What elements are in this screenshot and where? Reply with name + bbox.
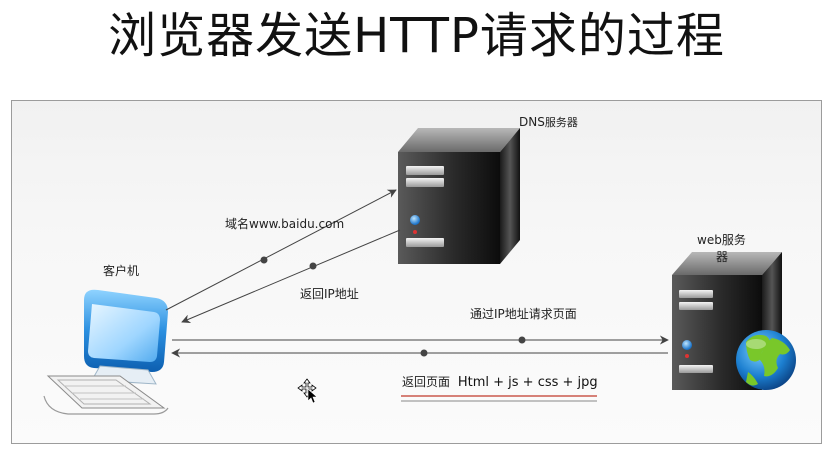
web-server-label-line1: web服务	[697, 233, 746, 247]
dns-label-suffix: 服务器	[544, 116, 578, 129]
dns-server-label: DNS服务器	[519, 115, 578, 130]
dns-label-main: DNS	[519, 115, 545, 129]
dns-server-icon	[398, 128, 520, 264]
edge-page-return	[171, 348, 668, 358]
page-title: 浏览器发送HTTP请求的过程	[108, 8, 725, 64]
domain-request-label: 域名www.baidu.com	[225, 217, 345, 231]
page-return-content: Html + js + css + jpg	[457, 375, 598, 390]
web-server-label-line2: 器	[716, 250, 729, 264]
ip-return-label: 返回IP地址	[300, 287, 359, 301]
client-label: 客户机	[103, 264, 140, 278]
edge-page-request	[172, 335, 669, 345]
page-return-prefix: 返回页面	[402, 375, 451, 389]
edge-ip-return	[181, 229, 401, 323]
client-computer-icon	[43, 289, 169, 415]
globe-icon	[736, 330, 796, 390]
edge-domain-request	[165, 189, 397, 311]
move-cursor-icon	[297, 378, 318, 404]
page-request-label: 通过IP地址请求页面	[470, 307, 577, 321]
page-return-label: 返回页面 Html + js + css + jpg	[402, 375, 598, 390]
